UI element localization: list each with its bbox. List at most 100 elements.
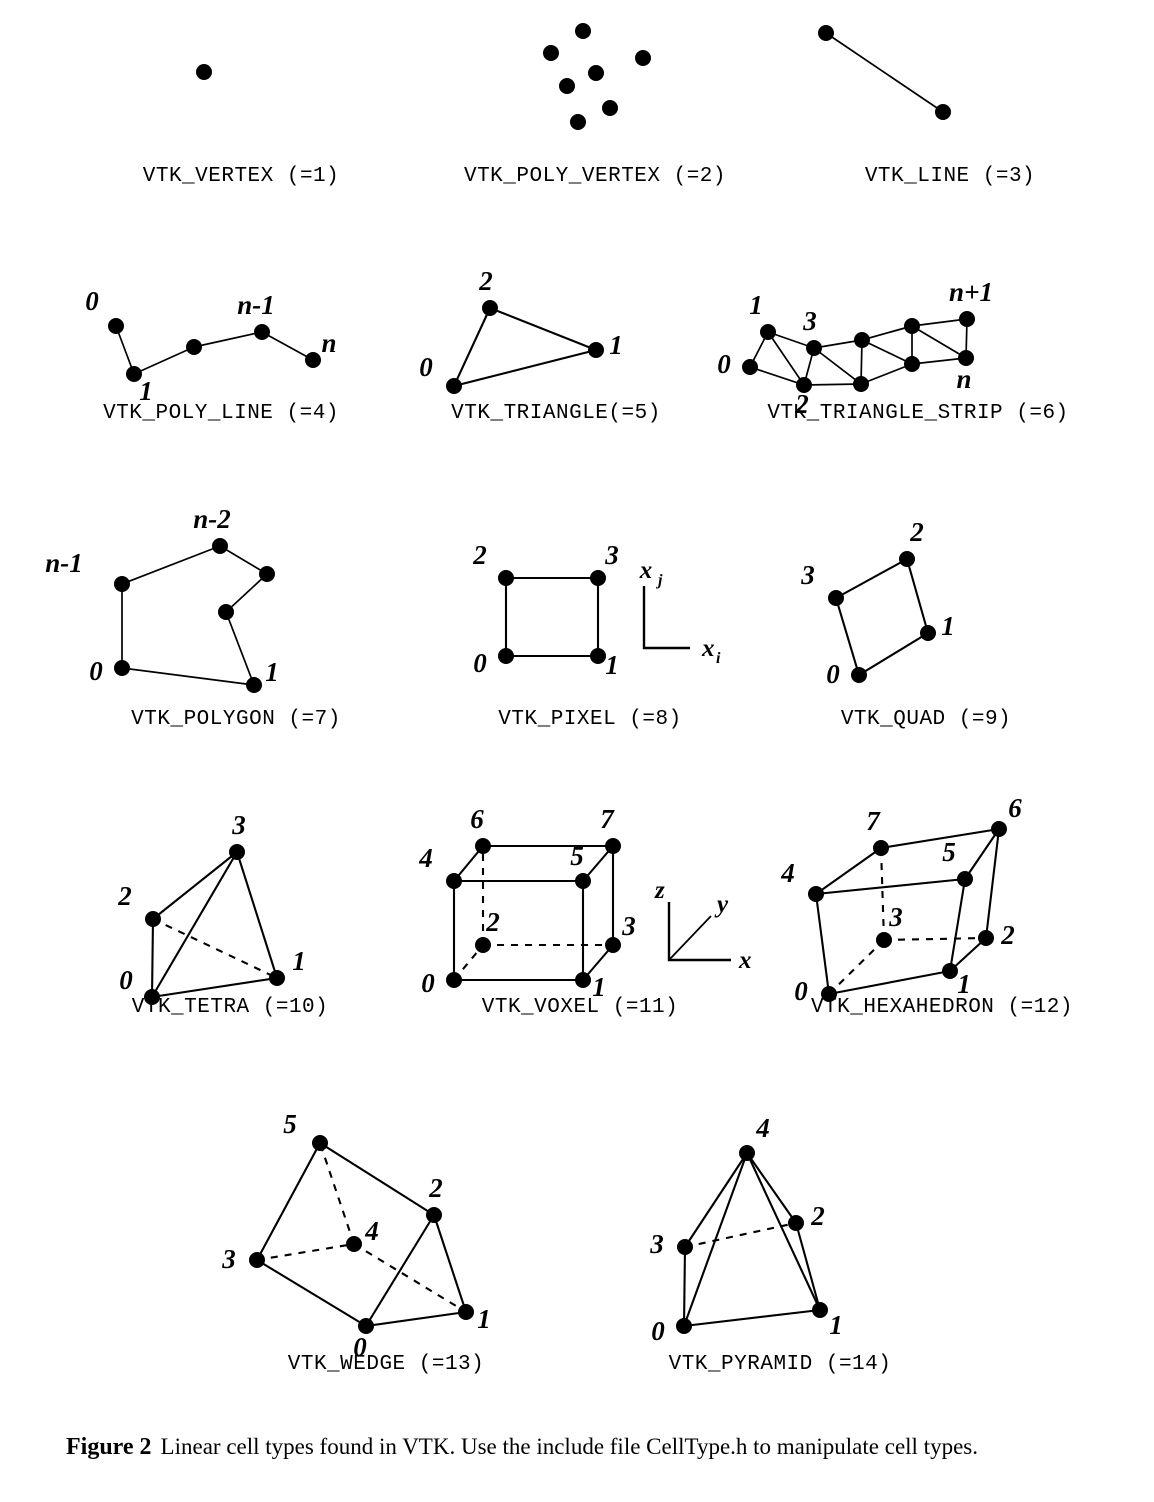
cell-node	[853, 376, 869, 392]
cell-node-index: 1	[957, 969, 971, 999]
cell-node-index: 1	[609, 330, 623, 360]
figure-caption-text: Linear cell types found in VTK. Use the …	[160, 1434, 978, 1459]
cell-node	[126, 366, 142, 382]
cell-node	[196, 64, 212, 80]
cell-edge	[452, 348, 598, 388]
cell-node	[346, 1236, 362, 1252]
cell-edge	[683, 1151, 749, 1249]
cell-node	[543, 45, 559, 61]
cell-node	[605, 838, 621, 854]
cell-node	[426, 1207, 442, 1223]
cell-edge	[948, 936, 988, 973]
cell-edge	[121, 667, 255, 686]
cell-edge	[861, 339, 913, 365]
cell-node-index: 2	[485, 907, 500, 937]
axis-label-vertical: x	[639, 557, 653, 584]
cell-type-label-vtk-triangle-strip: VTK_TRIANGLE_STRIP (=6)	[767, 402, 1069, 425]
cell-node	[575, 972, 591, 988]
cell-edge	[825, 32, 944, 113]
cell-node	[978, 930, 994, 946]
cell-node	[144, 989, 160, 1005]
cell-edge	[115, 325, 135, 375]
cell-diagram-vtk-poly-line: 01n-1n	[85, 286, 336, 406]
cell-node	[254, 324, 270, 340]
cell-node	[605, 937, 621, 953]
cell-type-label-vtk-line: VTK_LINE (=3)	[864, 165, 1036, 188]
cell-edge	[911, 325, 967, 359]
cell-node	[482, 300, 498, 316]
cell-node-index: 5	[283, 1109, 297, 1139]
axis-label-vertical-subscript: j	[655, 572, 663, 589]
cell-node	[808, 886, 824, 902]
cell-node-index: 2	[909, 517, 924, 547]
cell-node	[851, 667, 867, 683]
cell-edge	[948, 877, 967, 973]
cell-edge	[255, 1258, 368, 1328]
cell-node-index: n-1	[237, 290, 275, 320]
cell-node	[602, 100, 618, 116]
cell-node-index: 2	[428, 1173, 443, 1203]
cell-edge	[452, 306, 492, 388]
cell-type-label-vtk-pyramid: VTK_PYRAMID (=14)	[668, 1353, 892, 1376]
cell-edge	[911, 318, 968, 327]
cell-edge	[984, 827, 1001, 940]
cell-node-index: 5	[942, 837, 956, 867]
cell-edge	[150, 917, 155, 999]
cell-node-index: 0	[717, 349, 731, 379]
cell-edge	[235, 850, 279, 980]
cell-type-label-vtk-pixel: VTK_PIXEL (=8)	[498, 708, 682, 731]
cell-node-index: 1	[139, 376, 153, 406]
cell-node	[818, 25, 834, 41]
cell-type-label-vtk-voxel: VTK_VOXEL (=11)	[481, 996, 679, 1019]
cell-node	[590, 570, 606, 586]
cell-node	[186, 339, 202, 355]
cell-edge	[861, 325, 913, 341]
cell-edge	[963, 827, 1001, 881]
cell-node	[635, 50, 651, 66]
cell-node-index: 0	[85, 286, 99, 316]
cell-node-index: 4	[755, 1113, 770, 1143]
axis-label-z: z	[654, 877, 665, 904]
cell-edge	[150, 850, 239, 999]
cell-edge	[364, 1310, 468, 1328]
cell-node-index: 3	[802, 306, 817, 336]
cell-node	[305, 352, 321, 368]
cell-node-index: n-1	[45, 548, 83, 578]
cell-edge	[488, 306, 598, 352]
cell-panel-vtk-poly-vertex: VTK_POLY_VERTEX (=2)	[440, 10, 750, 200]
cell-node	[475, 838, 491, 854]
cell-node-index: 4	[364, 1216, 379, 1246]
cell-type-label-vtk-triangle: VTK_TRIANGLE(=5)	[451, 402, 661, 425]
axis-label-x: x	[738, 947, 752, 974]
cell-edge	[834, 557, 909, 600]
cell-type-label-vtk-poly-vertex: VTK_POLY_VERTEX (=2)	[463, 165, 727, 188]
cell-node	[475, 937, 491, 953]
cell-node-index: 1	[749, 290, 763, 320]
cell-node-index: 6	[470, 804, 484, 834]
cell-type-label-vtk-hexahedron: VTK_HEXAHEDRON (=12)	[810, 996, 1074, 1019]
figure-caption-label: Figure 2	[66, 1434, 152, 1460]
cell-edge	[860, 363, 913, 385]
axis-indicator-3d-y	[668, 915, 712, 961]
cell-node-index: n	[956, 364, 971, 394]
cell-edge	[857, 631, 930, 677]
cell-edge	[813, 339, 863, 349]
cell-type-label-vtk-tetra: VTK_TETRA (=10)	[131, 996, 329, 1019]
cell-node	[570, 114, 586, 130]
cell-diagram-vtk-vertex	[196, 64, 212, 80]
cell-node	[559, 78, 575, 94]
cell-node	[812, 1302, 828, 1318]
cell-edge	[261, 331, 314, 361]
cell-node	[114, 660, 130, 676]
